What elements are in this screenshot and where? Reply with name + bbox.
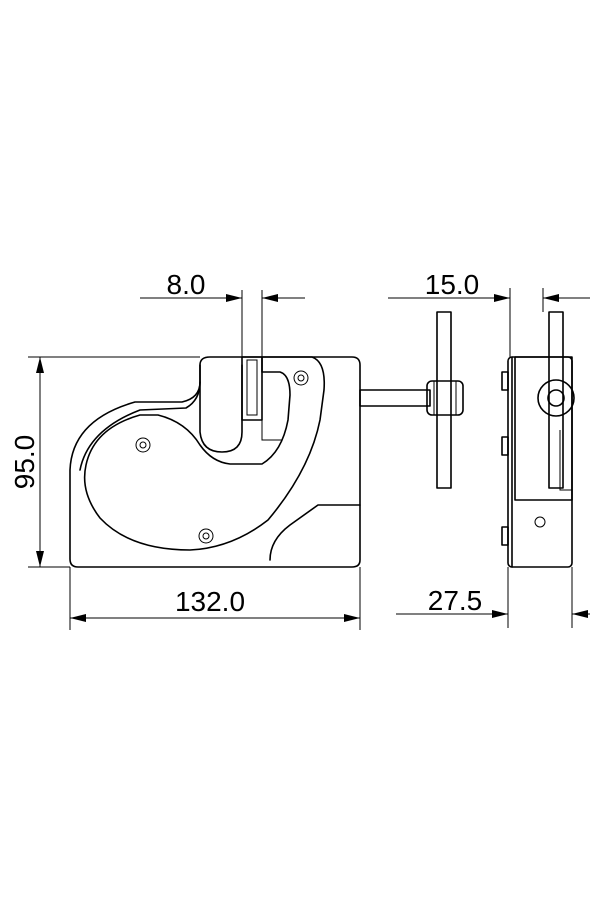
side-handle-rod	[548, 311, 564, 489]
screw-middle	[135, 437, 151, 453]
side-view	[501, 311, 575, 568]
dimension-height-label: 95.0	[9, 435, 40, 490]
dimension-depth: 27.5	[396, 567, 590, 628]
dimension-slot-width-label: 8.0	[167, 269, 206, 300]
t-handle	[359, 311, 464, 489]
handle-hub	[426, 380, 464, 416]
side-handle-knob	[537, 379, 575, 417]
dimension-handle-width-label: 15.0	[425, 269, 480, 300]
handle-crossbar	[436, 311, 452, 489]
dimension-height: 95.0	[9, 356, 200, 568]
screw-top	[293, 370, 309, 386]
handle-shaft	[359, 389, 431, 407]
dimension-handle-width: 15.0	[388, 269, 590, 357]
moving-jaw	[83, 356, 326, 551]
screw-bottom	[198, 528, 214, 544]
side-screw	[534, 516, 546, 528]
front-view	[69, 356, 361, 568]
front-body-step	[79, 381, 201, 471]
cutter-slot	[199, 364, 243, 453]
dimension-depth-label: 27.5	[428, 585, 483, 616]
front-body-outline	[69, 356, 361, 568]
moving-jaw-inner	[261, 372, 282, 441]
cutter-blade-inner	[246, 359, 258, 416]
dimension-slot-width: 8.0	[140, 269, 305, 357]
front-lower-block	[269, 504, 361, 561]
cutter-blade	[241, 356, 263, 421]
dimension-width: 132.0	[69, 567, 361, 630]
dimension-width-label: 132.0	[175, 586, 245, 617]
